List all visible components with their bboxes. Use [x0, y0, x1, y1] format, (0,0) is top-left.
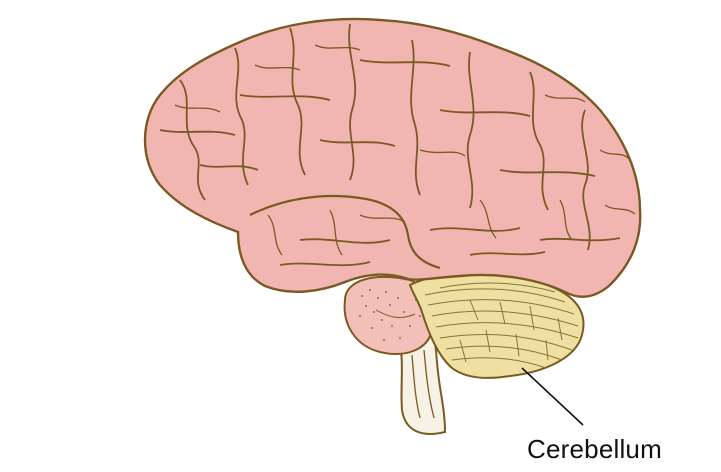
cerebellum-label: Cerebellum	[527, 434, 662, 464]
pons	[343, 276, 434, 355]
brainstem	[396, 328, 447, 435]
cerebrum	[143, 17, 642, 298]
cerebellum-leader-line	[521, 367, 584, 426]
